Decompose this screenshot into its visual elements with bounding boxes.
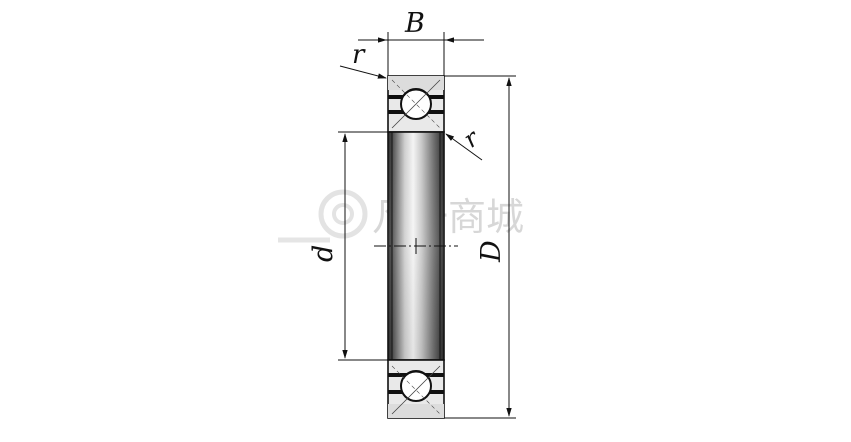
- label-radius-top: r: [352, 40, 366, 70]
- dimension-bore: d: [308, 131, 388, 361]
- label-outer: D: [476, 240, 507, 263]
- dimension-width: B: [358, 8, 484, 76]
- label-bore: d: [308, 245, 339, 262]
- label-width: B: [404, 8, 425, 39]
- bottom-section: [387, 359, 445, 419]
- dimension-radius-inner: r: [445, 123, 485, 161]
- label-radius-inner: r: [458, 123, 485, 153]
- dimension-radius-top: r: [339, 40, 387, 79]
- dimension-outer: D: [444, 75, 516, 419]
- top-section: [387, 75, 445, 133]
- watermark-logo-icon: [318, 189, 368, 239]
